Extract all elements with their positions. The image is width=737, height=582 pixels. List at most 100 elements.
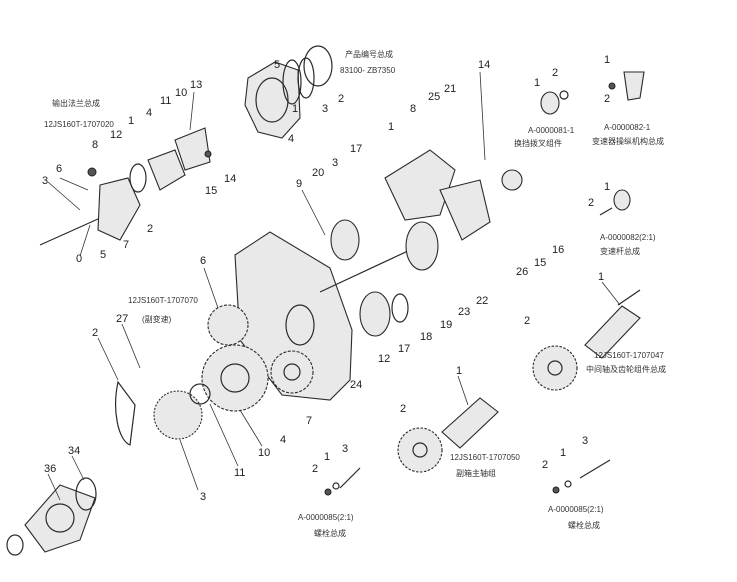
leader-10 (179, 439, 199, 491)
callout-1-tl: 1 (128, 115, 134, 127)
callout-2-tl: 2 (147, 223, 153, 235)
gear-3 (153, 390, 203, 440)
lever-bolt (608, 82, 616, 90)
rear-housing-8 (384, 149, 456, 221)
callout-1-top: 1 (292, 103, 298, 115)
callout-22: 22 (476, 295, 488, 307)
flange-bore (45, 503, 75, 533)
leader-2 (47, 181, 81, 211)
callout-17b: 17 (398, 343, 410, 355)
leader-12 (239, 409, 263, 447)
callout-16: 16 (552, 244, 564, 256)
callout-4-tl: 4 (146, 107, 152, 119)
bolt-left (339, 467, 361, 489)
callout-3-tl: 3 (42, 175, 48, 187)
pin (599, 207, 613, 216)
leader-1 (59, 177, 89, 191)
gear-large-hub (220, 363, 250, 393)
callout-23: 23 (458, 306, 470, 318)
gear-7 (270, 350, 314, 394)
callout-15-main: 15 (534, 257, 546, 269)
callout-11-tl: 11 (160, 95, 171, 107)
callout-13-tl: 13 (190, 79, 202, 91)
washer-right (564, 480, 572, 488)
caption-bottom-center-2: 副箱主轴组 (456, 468, 496, 478)
small-ring (559, 90, 569, 100)
leader-9 (121, 323, 141, 369)
callout-5-tl: 5 (100, 249, 106, 261)
callout-9: 9 (296, 178, 302, 190)
nut-right (552, 486, 560, 494)
output-flange-group: 输出法兰总成 12JS160T-1707020 3 6 0 5 7 2 1 12… (39, 79, 236, 265)
lever-body (623, 71, 645, 101)
callout-1-ms: 1 (456, 365, 462, 377)
caption-mid-right-shaft-1: 12JS160T-1707047 (594, 351, 664, 360)
countershaft-end (617, 289, 641, 306)
leader-5 (301, 189, 326, 236)
housing-bore (255, 77, 289, 123)
flange-housing (97, 177, 141, 241)
countershaft-splined (584, 305, 641, 359)
countershaft-gear-hub (547, 360, 563, 376)
nut (204, 150, 212, 158)
callout-7-gear: 7 (306, 415, 312, 427)
caption-top-center-1: 产品编号总成 (345, 49, 393, 59)
gear-set-group: 12JS160T-1707070 (副变速) 6 2 27 3 11 10 4 … (92, 255, 314, 503)
leader-6 (479, 71, 486, 161)
caption-mid-right: A-0000082(2:1) (600, 233, 656, 242)
callout-19: 19 (440, 319, 452, 331)
callout-3-top: 3 (322, 103, 328, 115)
callout-1-tr2: 1 (604, 54, 610, 66)
callout-5-top: 5 (274, 59, 280, 71)
synchronizer (405, 221, 439, 271)
callout-2-gear: 2 (92, 327, 98, 339)
callout-0-tl: 0 (76, 253, 82, 265)
leader-14 (457, 375, 469, 406)
caption-bottom-left-2: 螺栓总成 (314, 528, 346, 538)
gear-6 (207, 304, 249, 346)
case-bore (285, 304, 315, 346)
main-shaft (319, 249, 411, 293)
bolt-right (579, 459, 611, 479)
leader-16 (71, 455, 85, 481)
caption-top-left-2: 12JS160T-1707020 (44, 120, 114, 129)
callout-12-tl: 12 (110, 129, 122, 141)
caption-top-right-1b: 换挡拨叉组件 (514, 138, 562, 148)
caption-top-right-2b: 变速器操纵机构总成 (592, 136, 664, 146)
caption-bottom-right: A-0000085(2:1) (548, 505, 604, 514)
gear-7-hub (283, 363, 301, 381)
washer-left (332, 482, 340, 490)
caption-top-right-2: A-0000082-1 (604, 123, 651, 132)
caption-mid-right-shaft-2: 中间轴及齿轮组件总成 (586, 364, 666, 374)
bearing-17 (330, 219, 360, 261)
mainshaft-gear (397, 427, 443, 473)
callout-11-gear: 11 (234, 467, 245, 479)
caption-bottom-right-2: 螺栓总成 (568, 520, 600, 530)
bolt-groups: 2 1 3 A-0000085(2:1) 螺栓总成 2 1 3 A-000008… (298, 435, 611, 538)
top-housing-group: 产品编号总成 83100- ZB7350 1 3 2 4 5 (244, 45, 396, 145)
mainshaft-gear-hub (412, 442, 428, 458)
callout-7-tl: 7 (123, 239, 129, 251)
callout-36: 36 (44, 463, 56, 475)
callout-8-main: 8 (410, 103, 416, 115)
callout-3-bl: 3 (342, 443, 348, 455)
leader-4 (189, 91, 195, 131)
callout-2-ms: 2 (400, 403, 406, 415)
callout-1-tr3: 1 (604, 181, 610, 193)
callout-25: 25 (428, 91, 440, 103)
caption-bottom-left: A-0000085(2:1) (298, 513, 354, 522)
callout-2-cs: 2 (524, 315, 530, 327)
cover-plate (147, 149, 186, 191)
leader-lines (47, 71, 621, 501)
ring-1 (282, 59, 302, 105)
caption-bottom-center-1: 12JS160T-1707050 (450, 453, 520, 462)
callout-10-gear: 10 (258, 447, 270, 459)
callout-2-tr3: 2 (588, 197, 594, 209)
caption-mid-left-2: (副变速) (142, 314, 172, 324)
ring-3 (303, 45, 333, 87)
bearing-housing (244, 61, 301, 139)
caption-mid-left-1: 12JS160T-1707070 (128, 296, 198, 305)
callout-34: 34 (68, 445, 80, 457)
